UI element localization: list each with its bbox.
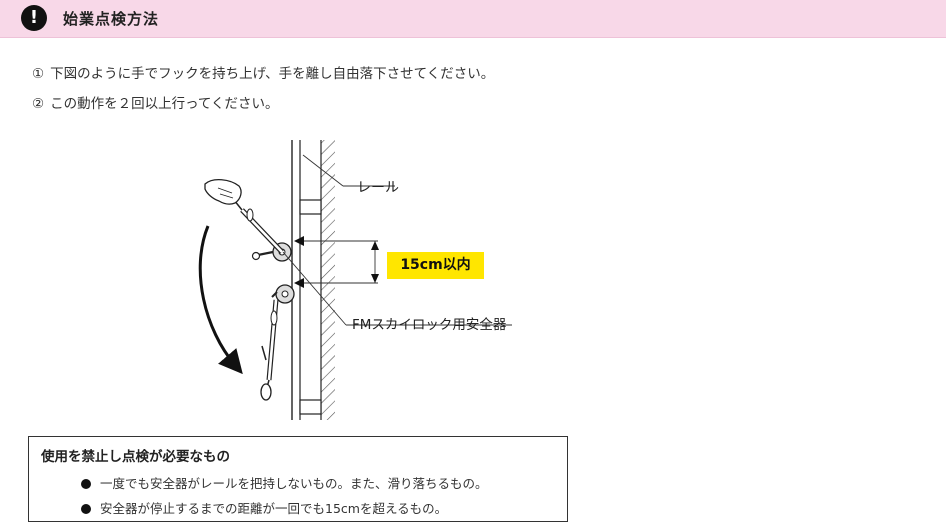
safety-device-lower	[260, 284, 295, 401]
bullet-icon	[81, 504, 91, 514]
warning-item: 安全器が停止するまでの距離が一回でも15cmを超えるもの。	[81, 498, 447, 517]
rail	[291, 140, 322, 420]
step-text: この動作を２回以上行ってください。	[50, 96, 279, 112]
exclamation-icon: !	[21, 5, 47, 31]
warning-item-text: 一度でも安全器がレールを把持しないもの。また、滑り落ちるもの。	[100, 476, 488, 491]
device-leader-line	[282, 251, 347, 326]
bullet-icon	[81, 479, 91, 489]
device-label: FMスカイロック用安全器	[352, 317, 507, 333]
warning-item-text: 安全器が停止するまでの距離が一回でも15cmを超えるもの。	[100, 501, 448, 516]
instruction-step-2: ② この動作を２回以上行ってください。	[32, 92, 279, 112]
safety-device-upper	[233, 199, 292, 262]
distance-dimension	[294, 236, 379, 288]
step-number: ①	[32, 66, 45, 82]
hand-illustration	[204, 179, 242, 205]
wall	[320, 140, 335, 420]
warning-item: 一度でも安全器がレールを把持しないもの。また、滑り落ちるもの。	[81, 473, 488, 492]
warning-box: 使用を禁止し点検が必要なもの 一度でも安全器がレールを把持しないもの。また、滑り…	[28, 436, 568, 522]
distance-callout: 15cm以内	[387, 252, 484, 279]
section-header: ! 始業点検方法	[0, 0, 946, 38]
rail-label: レール	[357, 180, 399, 196]
warning-title: 使用を禁止し点検が必要なもの	[41, 449, 230, 465]
section-title: 始業点検方法	[63, 10, 160, 28]
rail-leader-line	[302, 154, 344, 187]
step-text: 下図のように手でフックを持ち上げ、手を離し自由落下させてください。	[50, 66, 495, 82]
falling-arrow	[198, 225, 243, 375]
step-number: ②	[32, 96, 45, 112]
instruction-step-1: ① 下図のように手でフックを持ち上げ、手を離し自由落下させてください。	[32, 62, 494, 82]
